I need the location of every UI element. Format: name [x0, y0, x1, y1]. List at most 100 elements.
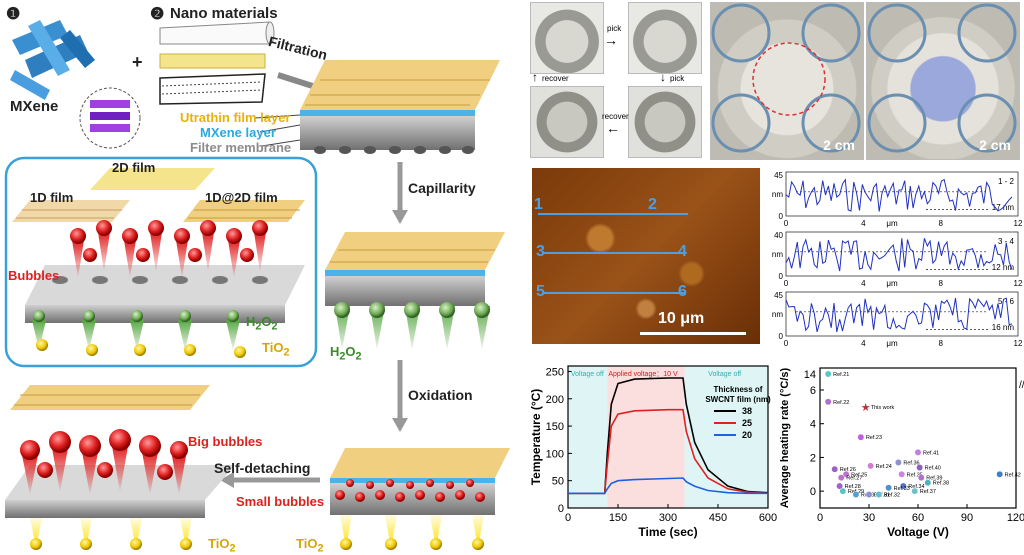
membrane-stack-1 [300, 60, 500, 154]
voltage-off-region [568, 366, 608, 508]
data-point-label: This work [871, 405, 895, 411]
profile-xunit: μm [886, 279, 898, 288]
data-point-label: Ref.37 [920, 489, 936, 495]
afm-label-4: 4 [678, 243, 687, 260]
self-detaching-label: Self-detaching [214, 460, 311, 476]
profile-xtick: 0 [784, 219, 789, 228]
x-tick-label: 30 [863, 512, 875, 524]
profile-ytick: 0 [779, 272, 784, 281]
afm-label-6: 6 [678, 283, 687, 300]
photo-bottom-left [530, 86, 604, 158]
scale-label-b: 2 cm [979, 137, 1011, 153]
afm-label-2: 2 [648, 196, 657, 213]
profile-yunit: nm [772, 250, 783, 259]
profile-xtick: 12 [1014, 219, 1023, 228]
layer-label-mxene: MXene layer [200, 125, 276, 140]
data-point [996, 470, 1004, 478]
h2o2-droplets-row [334, 302, 490, 350]
pick-label-top: pick [607, 24, 622, 33]
data-point [911, 487, 919, 495]
petri-circles-a [711, 3, 861, 153]
profile-ytick: 0 [779, 332, 784, 341]
legend-title: Thickness of [714, 385, 763, 394]
h2o2-label: H2O2 [330, 344, 362, 363]
x-tick-label: 600 [759, 512, 777, 524]
h2o2-inset-h: H [246, 314, 256, 329]
series-line-38 [568, 377, 769, 495]
photo-top-left [530, 2, 604, 74]
axis-break-mark: // [1019, 380, 1024, 391]
y-tick-label: 150 [546, 421, 564, 433]
recover-label-bottom: recover [602, 112, 629, 121]
profile-xtick: 0 [784, 279, 789, 288]
data-point [914, 448, 922, 456]
photo-bottom-right [628, 86, 702, 158]
bubbles-label: Bubbles [8, 268, 60, 283]
afm-scale-bar [640, 332, 746, 335]
layer-label-filter: Filter membrane [190, 140, 292, 155]
mxene-zoom-circle [79, 87, 141, 149]
data-point-star: ★ [861, 402, 871, 414]
schematic-panel: ❶ ❷ Nano materials MXene + Filtration Ut… [4, 5, 510, 555]
profile-trace [785, 178, 1013, 212]
detached-film [10, 385, 210, 410]
arrow-down-icon: ↓ [660, 70, 666, 84]
x-tick-label: 120 [1007, 512, 1024, 524]
profile-frame [785, 171, 1019, 217]
series-line-20 [568, 477, 768, 495]
tio2-left-text: TiO [208, 536, 230, 551]
data-point [839, 487, 847, 495]
data-point-label: Ref.40 [925, 466, 941, 472]
data-point [836, 482, 844, 490]
legend-label: 20 [742, 430, 752, 440]
profile-yunit: nm [772, 190, 783, 199]
profile-xtick: 4 [861, 339, 866, 348]
plus-sign: + [132, 52, 143, 72]
data-point-label: Ref.24 [876, 464, 892, 470]
tio2-left-sub: 2 [229, 542, 236, 555]
data-point [842, 470, 850, 478]
x-axis-label: Time (sec) [638, 525, 697, 539]
data-point-label: Ref.28 [845, 484, 861, 490]
h2o2-inset-sub-1: 2 [255, 320, 262, 333]
data-point [831, 465, 839, 473]
tio2-label-left: TiO2 [208, 536, 235, 555]
tio2-right-text: TiO [296, 536, 318, 551]
data-point-label: Ref.34 [908, 484, 924, 490]
profile-xtick: 8 [938, 339, 943, 348]
annotation-voltage-off: Voltage off [708, 371, 741, 378]
h2o2-sub-2: 2 [355, 350, 362, 363]
nanosheet-graphic [159, 53, 266, 69]
pick-recover-photos: pick → pick ↓ recover ← recover ↑ [530, 2, 702, 158]
x-tick-label: 0 [565, 512, 571, 524]
x-axis-label: Voltage (V) [887, 525, 949, 539]
arrow-right-icon: → [604, 32, 618, 48]
data-point-label: Ref.25 [851, 472, 867, 478]
layer-label-film: Utrathin film layer [180, 110, 291, 125]
profile-frame [785, 231, 1019, 277]
profile-annotation: 12 nm [992, 263, 1015, 272]
data-point-label: Ref.27 [846, 476, 862, 482]
petri-circles-b [867, 3, 1017, 153]
afm-scale-label: 10 μm [658, 310, 705, 327]
nano-materials-label: Nano materials [170, 5, 278, 22]
profile-xtick: 12 [1014, 339, 1023, 348]
layer-pointer-lines [254, 114, 301, 147]
data-point [875, 491, 883, 498]
profile-label: 1 - 2 [998, 177, 1015, 186]
h2o2-inset-o: O [261, 314, 272, 329]
afm-image: 1 2 3 4 5 6 10 μm [532, 168, 760, 344]
y-axis-label: Temperature (°C) [529, 389, 543, 486]
profile-ytick: 45 [774, 171, 783, 180]
annotation-applied-voltage: Applied voltage：10 V [608, 371, 678, 378]
y-tick-label: 250 [546, 366, 564, 378]
h2o2-inset-label: H2O2 [246, 314, 278, 333]
y-tick-label: 0 [558, 503, 564, 515]
step-1-number: ❶ [6, 6, 21, 23]
legend-label: 38 [742, 406, 752, 416]
data-point [852, 491, 860, 498]
h2o2-inset-sub-2: 2 [271, 320, 278, 333]
x-tick-label: 60 [912, 512, 924, 524]
